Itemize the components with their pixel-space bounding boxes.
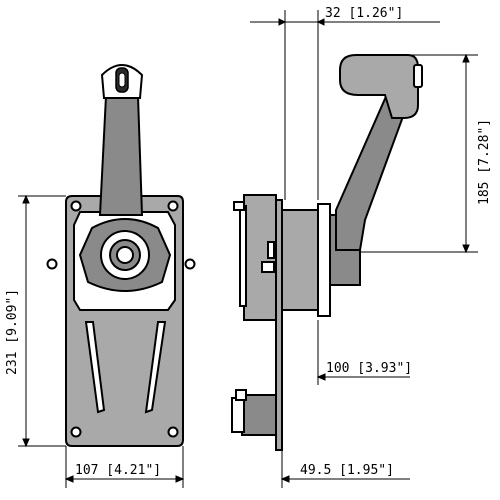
dimension-lines <box>18 10 478 488</box>
plate-slot-left <box>84 321 106 414</box>
screw-bottom-left <box>70 426 82 438</box>
dim-bottom-depth: 49.5 [1.95"] <box>300 463 394 478</box>
screw-mid-right <box>184 258 196 270</box>
dim-top-width: 32 [1.26"] <box>325 6 403 21</box>
side-screw-post <box>267 241 275 259</box>
dim-right-height: 185 [7.28"] <box>477 119 492 205</box>
front-view <box>46 64 196 447</box>
dim-left-height: 231 [9.09"] <box>5 289 20 375</box>
side-base-flange <box>281 209 319 311</box>
lower-switch-body <box>241 394 277 436</box>
side-screw-top <box>233 201 245 211</box>
hub-center <box>116 246 134 264</box>
screw-mid-left <box>46 258 58 270</box>
dim-mid-depth: 100 [3.93"] <box>326 361 412 376</box>
side-lever-handle <box>339 54 419 119</box>
lower-switch-cap <box>231 397 245 433</box>
screw-bottom-right <box>167 426 179 438</box>
screw-top-left <box>70 200 82 212</box>
lower-switch-tab <box>235 389 247 401</box>
side-base-ring <box>317 203 331 317</box>
dim-bottom-width: 107 [4.21"] <box>75 463 161 478</box>
side-mounting-plate <box>275 199 283 451</box>
side-screw-mid <box>261 261 275 273</box>
handle-slot-inner <box>118 72 126 88</box>
plate-slot-right <box>144 321 167 414</box>
side-housing-front <box>239 205 247 307</box>
front-lever-arm <box>98 95 144 216</box>
handle-knob <box>413 64 423 88</box>
plate-screws <box>46 200 196 438</box>
side-view <box>231 54 423 451</box>
screw-top-right <box>167 200 179 212</box>
